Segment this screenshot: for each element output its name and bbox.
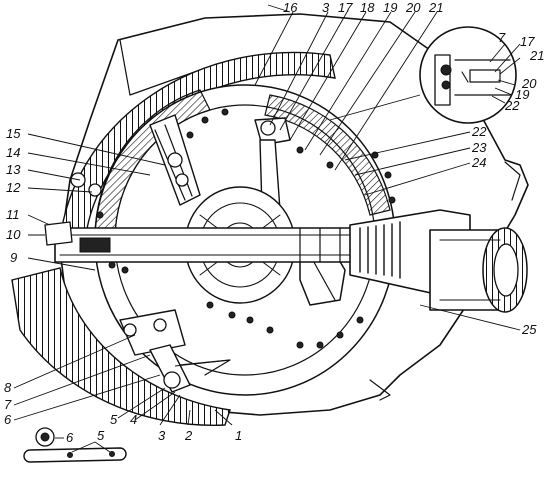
callout-16: 16 [283, 0, 298, 15]
callout-7: 7 [4, 397, 12, 412]
callout-1: 1 [235, 428, 242, 443]
inset-callout-20: 20 [521, 76, 537, 91]
callout-8: 8 [4, 380, 12, 395]
detail-callout-6: 6 [66, 430, 74, 445]
splined-shaft-end [429, 227, 528, 313]
inset-callout-7: 7 [498, 30, 506, 45]
bottom-detail-part [23, 427, 127, 463]
callout-9: 9 [10, 250, 17, 265]
callout-20: 20 [405, 0, 421, 15]
leader-lines [13, 4, 521, 453]
callout-11: 11 [6, 207, 20, 222]
callout-2: 2 [184, 428, 193, 443]
callout-22: 22 [471, 124, 487, 139]
callout-numbers: 16 3 17 18 19 20 21 22 23 24 25 15 14 13… [4, 0, 544, 445]
callout-3: 3 [158, 428, 166, 443]
inset-callout-17: 17 [520, 34, 535, 49]
inset-callout-21: 21 [529, 48, 544, 63]
left-adjusting-bolts [44, 172, 104, 246]
lower-lever-mechanism [119, 309, 231, 393]
inset-detail-circle [329, 26, 517, 124]
callout-4: 4 [130, 412, 137, 427]
callout-6: 6 [4, 412, 12, 427]
detail-callout-5: 5 [97, 428, 105, 443]
callout-23: 23 [471, 140, 487, 155]
callout-19: 19 [383, 0, 397, 15]
callout-14: 14 [6, 145, 20, 160]
callout-21: 21 [428, 0, 443, 15]
callout-17: 17 [338, 0, 353, 15]
callout-10: 10 [6, 227, 21, 242]
inset-callout-19: 19 [515, 87, 529, 102]
input-shaft [54, 227, 381, 263]
callout-5: 5 [110, 412, 118, 427]
callout-15: 15 [6, 126, 21, 141]
callout-24: 24 [471, 155, 486, 170]
callout-25: 25 [521, 322, 537, 337]
callout-12: 12 [6, 180, 21, 195]
callout-13: 13 [6, 162, 21, 177]
inset-callout-22: 22 [504, 98, 520, 113]
callout-18: 18 [360, 0, 375, 15]
callout-3-top: 3 [322, 0, 330, 15]
